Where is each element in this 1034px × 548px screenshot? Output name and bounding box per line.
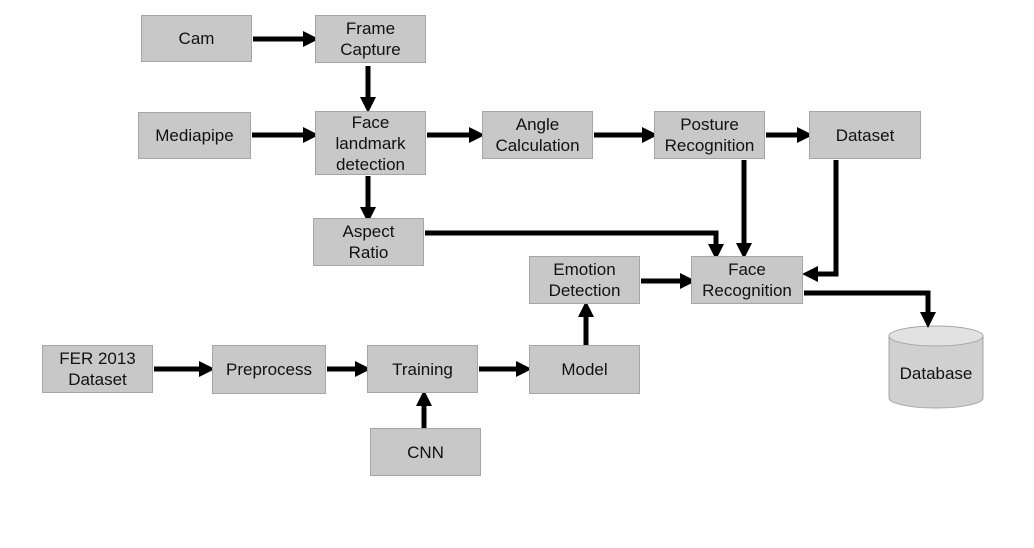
frame-capture-box: Frame Capture [315,15,426,63]
angle-calculation-box: Angle Calculation [482,111,593,159]
dataset-box: Dataset [809,111,921,159]
cam-box: Cam [141,15,252,62]
preprocess-box: Preprocess [212,345,326,394]
database-cylinder [888,325,984,409]
cnn-box: CNN [370,428,481,476]
emotion-detection-box: Emotion Detection [529,256,640,304]
face-landmark-detection-box: Face landmark detection [315,111,426,175]
training-box: Training [367,345,478,393]
posture-recognition-box: Posture Recognition [654,111,765,159]
model-box: Model [529,345,640,394]
arrow-aspect-ratio-to-face-recognition [425,230,724,260]
mediapipe-box: Mediapipe [138,112,251,159]
fer-2013-dataset-box: FER 2013 Dataset [42,345,153,393]
arrow-dataset-to-face-recognition [802,160,839,282]
arrow-face-recognition-to-database [804,290,936,328]
face-recognition-box: Face Recognition [691,256,803,304]
aspect-ratio-box: Aspect Ratio [313,218,424,266]
database-label: Database [899,364,973,383]
